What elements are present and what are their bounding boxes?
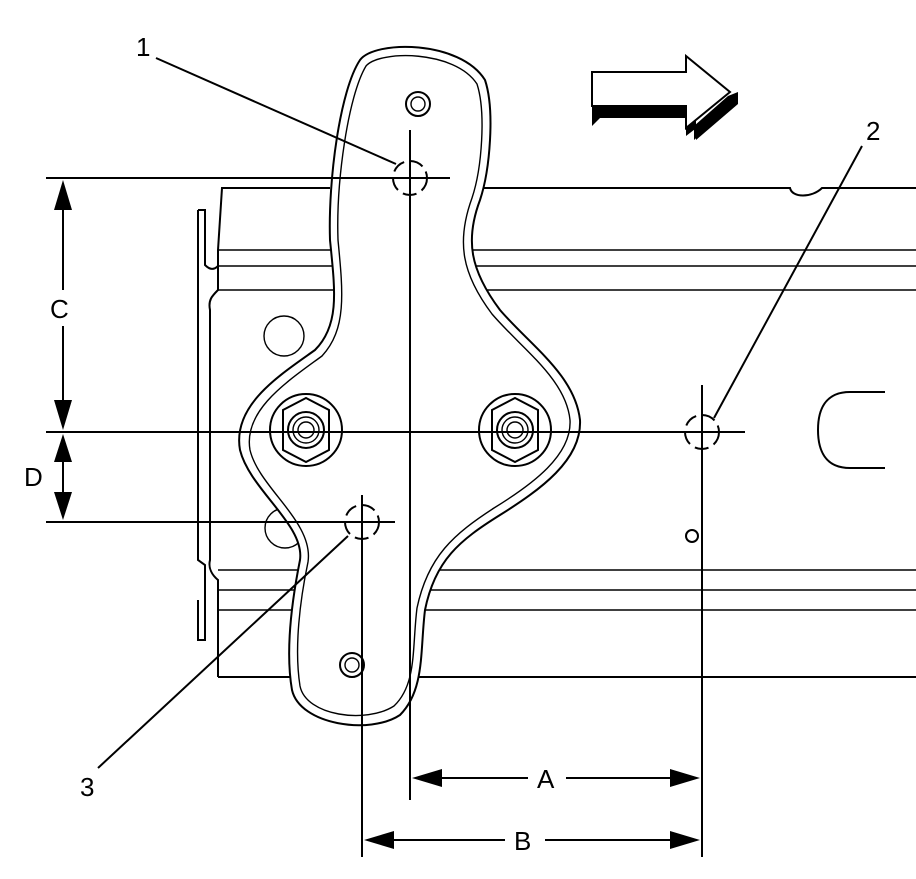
dimension-b: B: [364, 826, 700, 856]
extension-lines: [46, 130, 745, 857]
arrow-right-icon: [591, 53, 738, 140]
callout-1: 1: [136, 32, 150, 62]
nut-right: [478, 393, 552, 467]
leader-lines: [97, 57, 863, 769]
dimension-a-label: A: [537, 764, 555, 794]
dimension-d-label: D: [24, 462, 43, 492]
nut-left: [269, 393, 343, 467]
bracket-hole-top: [405, 91, 431, 117]
dimension-b-label: B: [514, 826, 531, 856]
dimension-a: A: [412, 764, 700, 794]
bracket-hole-bottom: [339, 652, 365, 678]
dimension-d: D: [24, 434, 72, 520]
callout-3: 3: [80, 772, 94, 802]
callout-2: 2: [866, 116, 880, 146]
bracket-plate-inner: [248, 54, 571, 717]
dimension-c: C: [50, 180, 72, 430]
dimension-c-label: C: [50, 294, 69, 324]
